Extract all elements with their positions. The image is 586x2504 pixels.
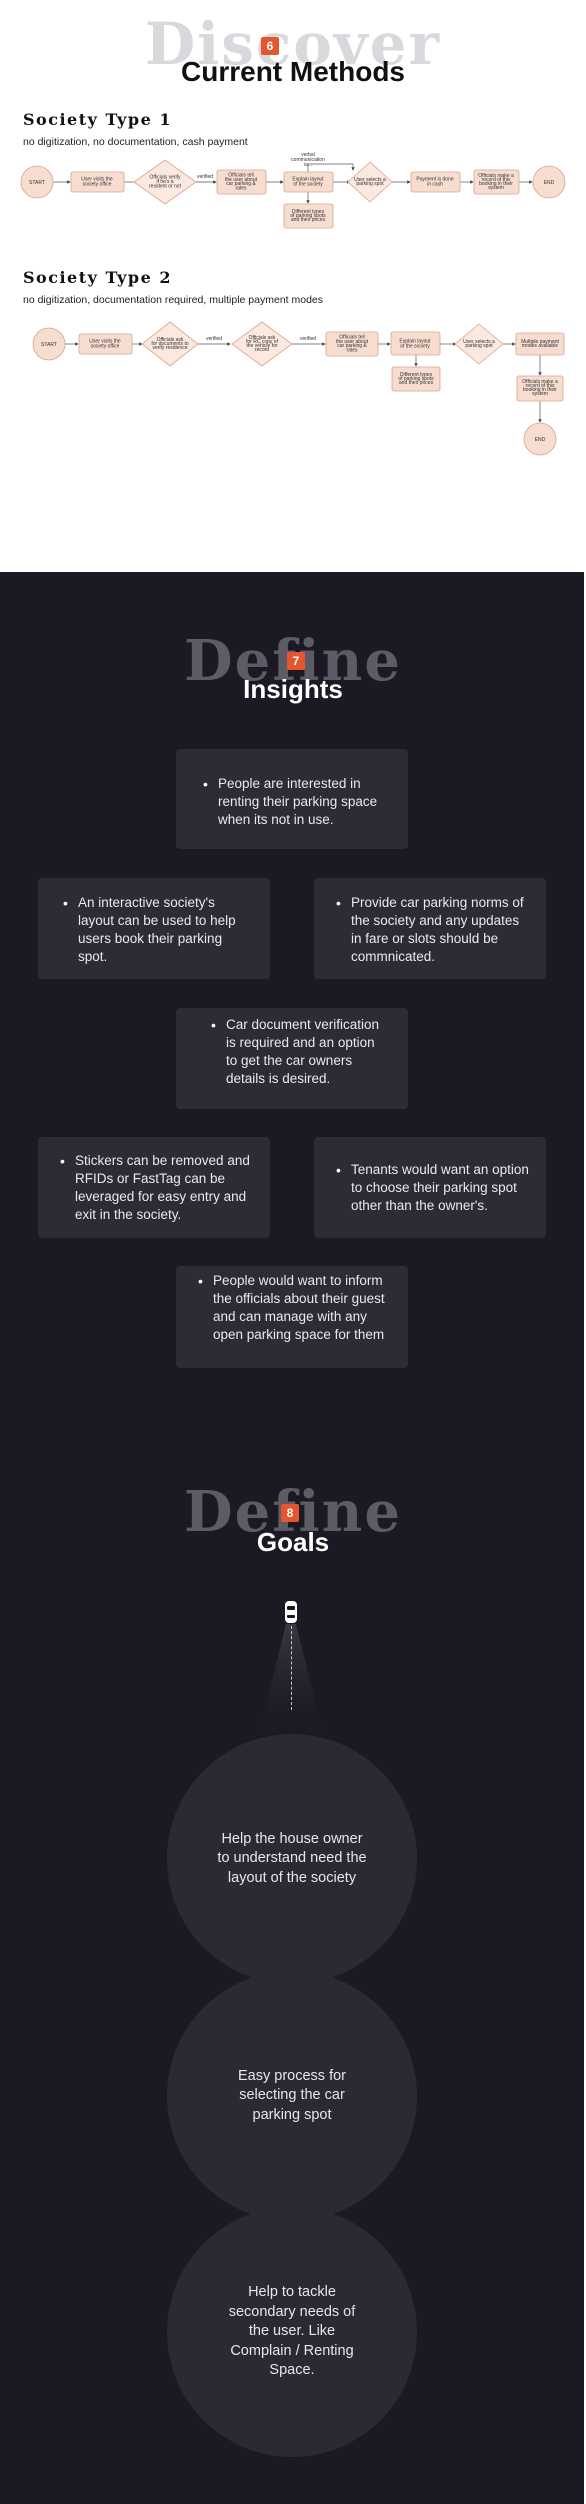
society-type-1-description: no digitization, no documentation, cash … xyxy=(23,136,248,148)
discover-section: Discover 6 Current Methods Society Type … xyxy=(0,0,586,572)
insight-text-6: Tenants would want an option to choose t… xyxy=(336,1161,530,1215)
goal-circle-2: Easy process for selecting the car parki… xyxy=(167,1971,417,2221)
goal-circle-3: Help to tackle secondary needs of the us… xyxy=(167,2207,417,2457)
insight-text-7: People would want to inform the official… xyxy=(198,1272,392,1344)
insights-number-badge: 7 xyxy=(287,652,305,670)
flow2-end-node: END xyxy=(523,422,557,456)
insight-text-3: Provide car parking norms of the society… xyxy=(336,894,530,966)
svg-text:END: END xyxy=(544,180,555,186)
insight-card-3: Provide car parking norms of the society… xyxy=(314,878,546,979)
flow1-start-node: START xyxy=(20,165,54,199)
car-icon xyxy=(284,1600,298,1624)
edge-strip xyxy=(584,572,586,2504)
insights-title: Insights xyxy=(243,674,343,704)
insight-card-6: Tenants would want an option to choose t… xyxy=(314,1137,546,1238)
goal-text-3: Help to tackle secondary needs of the us… xyxy=(228,2284,356,2379)
goal-circle-1: Help the house owner to understand need … xyxy=(167,1734,417,1984)
goals-number-badge: 8 xyxy=(281,1504,299,1522)
insight-text-2: An interactive society's layout can be u… xyxy=(63,894,252,966)
insight-text-5: Stickers can be removed and RFIDs or Fas… xyxy=(60,1152,254,1224)
flow1-label-verified: verified xyxy=(197,174,213,180)
define-section: Define 7 Insights People are interested … xyxy=(0,572,586,2504)
insight-text-4: Car document verification is required an… xyxy=(211,1016,388,1088)
society-type-2-description: no digitization, documentation required,… xyxy=(23,294,324,306)
insight-card-4: Car document verification is required an… xyxy=(176,1008,408,1109)
section-title: Current Methods xyxy=(181,56,405,87)
goal-connector-line xyxy=(291,1626,292,1710)
society-type-1-title: Society Type 1 xyxy=(23,110,172,129)
svg-text:START: START xyxy=(41,342,57,348)
goals-title: Goals xyxy=(256,1527,330,1557)
section-number-badge: 6 xyxy=(261,37,279,55)
flow2-label-verified-1: verified xyxy=(206,336,222,342)
insight-card-5: Stickers can be removed and RFIDs or Fas… xyxy=(38,1137,270,1238)
flow1-end-node: END xyxy=(532,165,566,199)
goal-text-1: Help the house owner to understand need … xyxy=(217,1830,367,1886)
svg-text:END: END xyxy=(535,437,546,443)
goal-text-2: Easy process for selecting the car parki… xyxy=(238,2067,346,2123)
society-type-2-title: Society Type 2 xyxy=(23,268,172,287)
svg-text:START: START xyxy=(29,180,45,186)
insight-card-2: An interactive society's layout can be u… xyxy=(38,878,270,979)
discover-watermark: Discover xyxy=(144,10,442,78)
flow2-start-node: START xyxy=(32,327,66,361)
insight-text-1: People are interested in renting their p… xyxy=(203,775,386,829)
flow2-label-verified-2: verified xyxy=(300,336,316,342)
insight-card-1: People are interested in renting their p… xyxy=(176,749,408,849)
insight-card-7: People would want to inform the official… xyxy=(176,1266,408,1368)
